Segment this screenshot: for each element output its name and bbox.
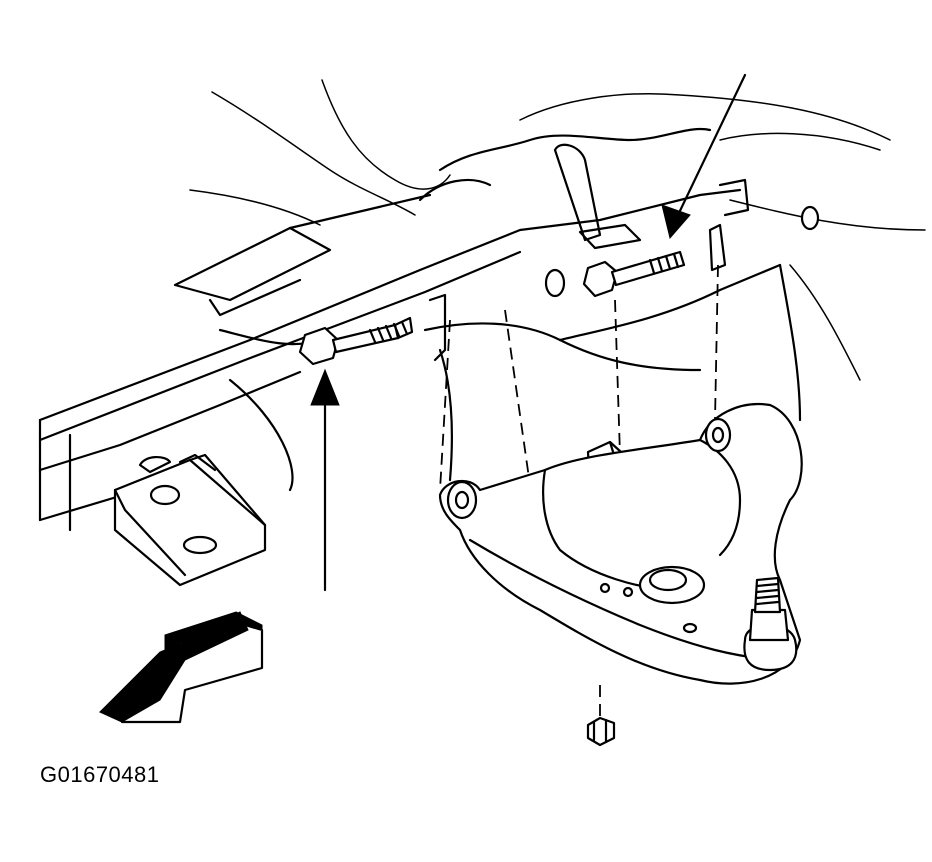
- crossmember: [423, 143, 802, 482]
- castle-nut: [586, 685, 616, 747]
- vehicle-front-arrow: [99, 611, 264, 724]
- lower-control-arm: [438, 402, 803, 685]
- rear-bolt: [298, 316, 414, 366]
- front-bolt-arrow: [661, 73, 747, 240]
- ball-joint: [743, 576, 798, 672]
- rear-bolt-arrow: [310, 368, 340, 592]
- front-bolt: [544, 205, 820, 298]
- engine-outline: [189, 79, 926, 381]
- frame-rail: [38, 188, 742, 532]
- frame-bracket: [113, 453, 267, 587]
- figure-id-label: G01670481: [40, 762, 160, 787]
